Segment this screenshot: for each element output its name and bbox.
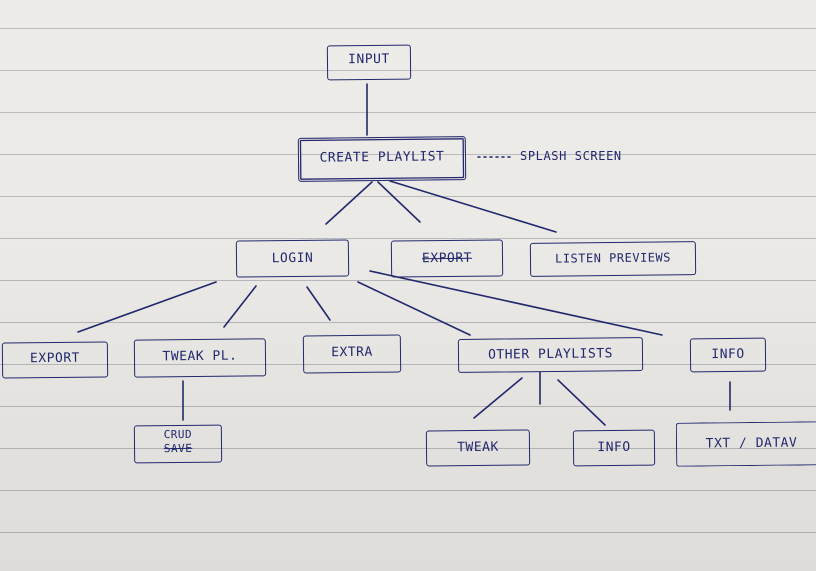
note-splash-screen: SPLASH SCREEN — [520, 149, 622, 163]
node-txt-data: TXT / DATAV — [675, 421, 816, 467]
edge-create-login — [325, 181, 373, 225]
edge-create-listen — [389, 180, 557, 233]
save-label: SAVE — [163, 441, 193, 456]
node-extra: EXTRA — [302, 334, 402, 374]
node-create-playlist: CREATE PLAYLIST — [297, 136, 467, 182]
node-input: INPUT — [326, 44, 412, 81]
node-listen-previews: LISTEN PREVIEWS — [529, 241, 697, 277]
node-tweak-pl: TWEAK PL. — [133, 338, 267, 378]
node-export-top: EXPORT — [390, 239, 504, 278]
edge-create-export — [377, 181, 421, 223]
save-overwrite-label: CRUD — [163, 427, 193, 442]
node-other-playlists: OTHER PLAYLISTS — [457, 337, 644, 373]
node-info: INFO — [572, 429, 656, 467]
node-tweak: TWEAK — [425, 429, 531, 467]
node-save: CRUD SAVE — [133, 424, 223, 464]
edge-other-info — [557, 379, 606, 426]
node-export-bottom: EXPORT — [1, 341, 109, 379]
edge-login-info — [369, 270, 663, 336]
edge-login-extra — [306, 286, 331, 321]
edge-login-other — [357, 281, 471, 336]
node-info-right: INFO — [689, 337, 767, 373]
edge-login-tweak — [223, 285, 257, 328]
node-login: LOGIN — [235, 239, 350, 278]
edge-other-tweak — [473, 377, 523, 419]
edge-login-export — [77, 281, 217, 333]
